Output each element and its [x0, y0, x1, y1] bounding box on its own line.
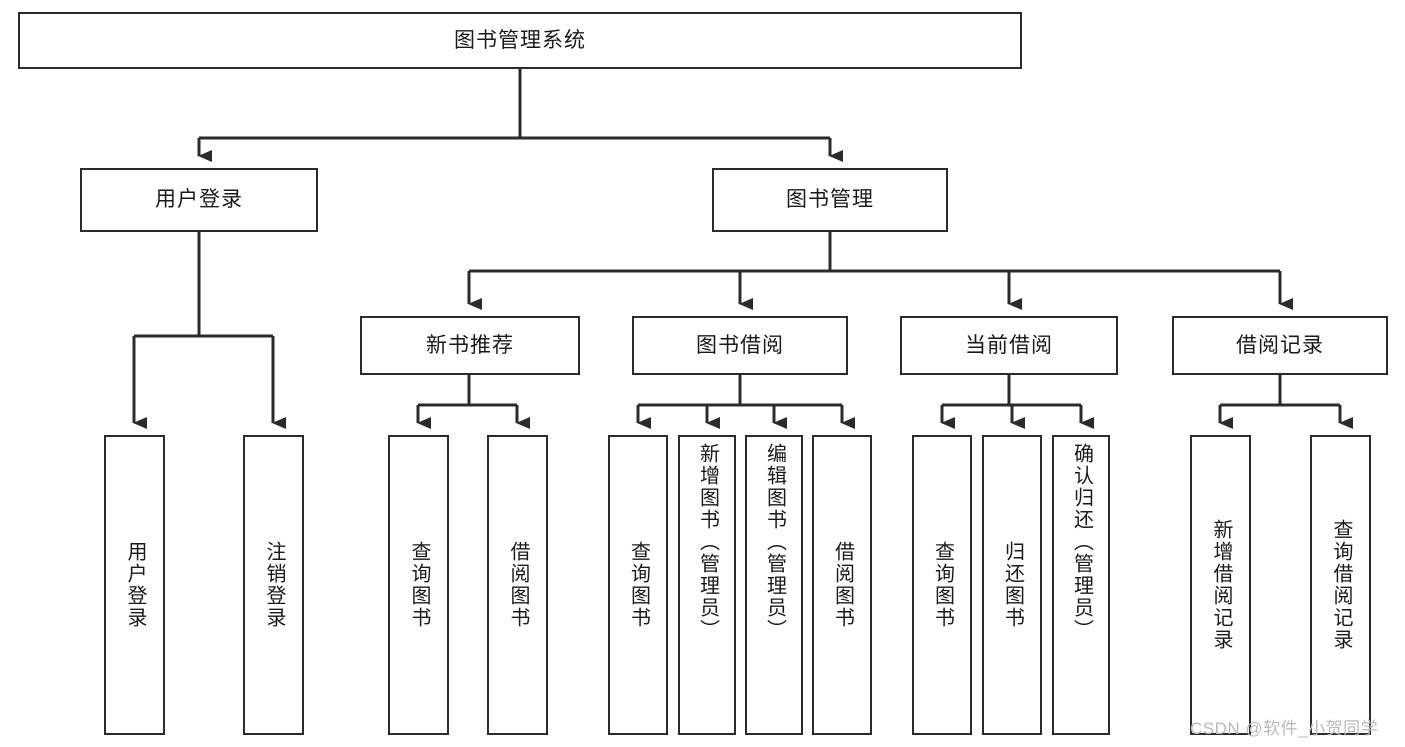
node-leaf-query-book-borrow[interactable]: 查询图书	[608, 435, 668, 735]
node-book-borrow[interactable]: 图书借阅	[632, 316, 848, 375]
node-leaf-query-book-rec-label: 查询图书	[408, 541, 430, 629]
node-current-borrow-label: 当前借阅	[965, 333, 1053, 357]
node-leaf-confirm-return[interactable]: 确认归还（管理员）	[1052, 435, 1110, 735]
node-borrow-record[interactable]: 借阅记录	[1172, 316, 1388, 375]
node-leaf-query-book-borrow-label: 查询图书	[627, 541, 650, 629]
node-leaf-borrow-book-rec[interactable]: 借阅图书	[487, 435, 548, 735]
node-leaf-query-record-label: 查询借阅记录	[1330, 519, 1352, 651]
node-book-borrow-label: 图书借阅	[696, 333, 784, 357]
node-leaf-edit-book[interactable]: 编辑图书（管理员）	[745, 435, 803, 735]
node-book-manage-label: 图书管理	[786, 188, 874, 212]
node-leaf-query-book-current-label: 查询图书	[931, 541, 954, 629]
node-current-borrow[interactable]: 当前借阅	[900, 316, 1118, 375]
node-leaf-logout-label: 注销登录	[263, 541, 285, 629]
node-new-book-recommend[interactable]: 新书推荐	[360, 316, 580, 375]
node-leaf-add-book[interactable]: 新增图书（管理员）	[678, 435, 736, 735]
node-user-login[interactable]: 用户登录	[80, 168, 318, 232]
node-leaf-return-book[interactable]: 归还图书	[982, 435, 1042, 735]
node-leaf-add-book-label: 新增图书（管理员）	[696, 443, 719, 641]
node-leaf-user-login-label: 用户登录	[124, 541, 146, 629]
node-leaf-add-record[interactable]: 新增借阅记录	[1190, 435, 1251, 735]
node-leaf-return-book-label: 归还图书	[1001, 541, 1024, 629]
node-leaf-query-record[interactable]: 查询借阅记录	[1310, 435, 1371, 735]
node-root-label: 图书管理系统	[454, 28, 586, 52]
node-borrow-record-label: 借阅记录	[1236, 333, 1324, 357]
node-leaf-confirm-return-label: 确认归还（管理员）	[1070, 443, 1093, 641]
node-leaf-logout[interactable]: 注销登录	[243, 435, 304, 735]
node-leaf-borrow-book[interactable]: 借阅图书	[812, 435, 872, 735]
node-leaf-user-login[interactable]: 用户登录	[104, 435, 165, 735]
node-user-login-label: 用户登录	[155, 188, 243, 212]
node-leaf-query-book-rec[interactable]: 查询图书	[388, 435, 449, 735]
node-leaf-add-record-label: 新增借阅记录	[1210, 519, 1232, 651]
csdn-watermark: CSDN @软件_小贺同学	[1190, 719, 1379, 738]
node-leaf-borrow-book-rec-label: 借阅图书	[507, 541, 529, 629]
node-root[interactable]: 图书管理系统	[18, 12, 1022, 69]
node-new-book-recommend-label: 新书推荐	[426, 333, 514, 357]
node-leaf-borrow-book-label: 借阅图书	[831, 541, 854, 629]
node-book-manage[interactable]: 图书管理	[712, 168, 948, 232]
node-leaf-edit-book-label: 编辑图书（管理员）	[763, 443, 786, 641]
node-leaf-query-book-current[interactable]: 查询图书	[912, 435, 972, 735]
